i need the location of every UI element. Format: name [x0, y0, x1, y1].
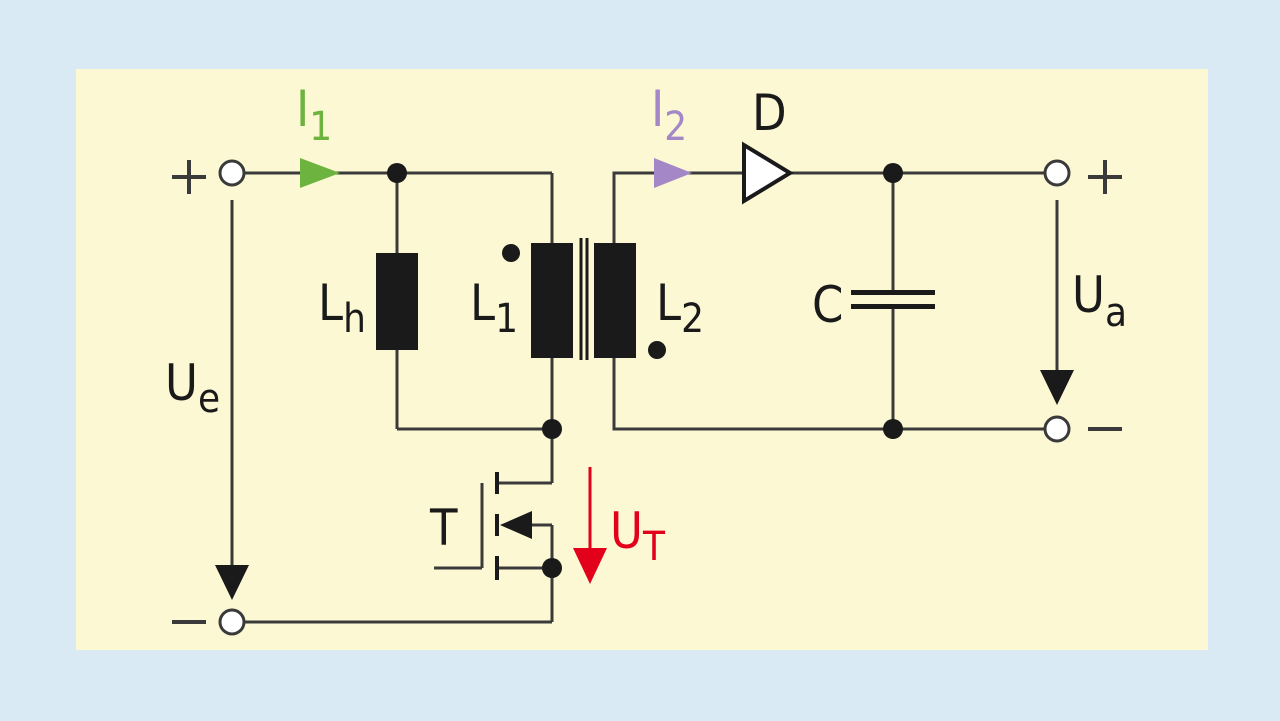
wires [230, 171, 1059, 624]
label-ut: UT [610, 502, 666, 570]
current-arrow-i2 [654, 158, 692, 188]
label-ua: Ua [1072, 266, 1127, 336]
junctions [387, 163, 903, 578]
label-l1: L1 [470, 274, 518, 342]
dot-l1 [502, 244, 520, 262]
diode-d [742, 141, 794, 205]
inductor-lh [376, 253, 418, 350]
junction-dot [387, 163, 407, 183]
label-i1: I1 [296, 80, 332, 150]
dot-l2 [648, 341, 666, 359]
ue-arrowhead [215, 565, 249, 600]
winding-l2 [594, 243, 636, 358]
junction-dot [883, 163, 903, 183]
label-ue: Ue [165, 354, 220, 422]
terminal-input-plus[interactable] [218, 159, 246, 187]
terminal-signs [172, 160, 1122, 624]
terminal-output-minus[interactable] [1043, 415, 1071, 443]
winding-l1 [531, 243, 573, 358]
label-l2: L2 [656, 274, 704, 342]
terminal-output-plus[interactable] [1043, 159, 1071, 187]
label-transistor: T [429, 499, 458, 557]
junction-dot [542, 419, 562, 439]
ut-arrowhead [573, 548, 607, 584]
transistor-arrow [500, 511, 532, 539]
current-arrow-i1 [300, 158, 340, 188]
label-diode: D [752, 84, 787, 142]
capacitor-plate-top [851, 290, 935, 295]
terminals [218, 159, 1071, 636]
junction-dot [883, 419, 903, 439]
diagram-panel [76, 69, 1208, 650]
label-capacitor: C [812, 276, 843, 334]
junction-dot [542, 558, 562, 578]
label-lh: Lh [318, 274, 366, 342]
label-i2: I2 [651, 80, 687, 150]
ua-arrowhead [1040, 370, 1074, 405]
terminal-input-minus[interactable] [218, 608, 246, 636]
capacitor-plate-bottom [851, 304, 935, 309]
